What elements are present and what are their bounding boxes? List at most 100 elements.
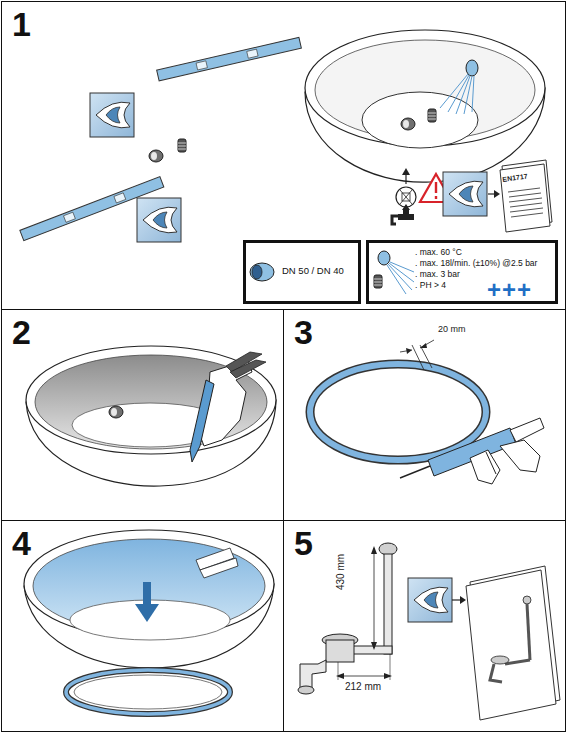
dimension-line xyxy=(374,548,375,648)
hand-with-marker xyxy=(190,352,266,462)
sealant-ring xyxy=(66,670,230,714)
arrow xyxy=(135,604,159,622)
shower-spray xyxy=(472,76,474,112)
step-number: 3 xyxy=(294,314,313,351)
spirit-level xyxy=(247,49,258,58)
drain-pipe xyxy=(298,543,397,694)
spirit-level xyxy=(114,193,126,203)
spec-line: . max. 3 bar xyxy=(415,270,460,279)
bathtub xyxy=(401,118,415,130)
arrow xyxy=(135,582,159,622)
backflow-symbols xyxy=(402,168,410,175)
drain-pipe xyxy=(326,640,354,662)
caulking-gun xyxy=(428,428,516,476)
warning-sign xyxy=(435,196,437,199)
pipe-icon xyxy=(252,265,262,279)
sealant-ring xyxy=(66,670,230,714)
drain-pipe xyxy=(300,660,326,690)
standard-document xyxy=(509,198,542,202)
caulking-gun xyxy=(470,450,500,484)
bathtub xyxy=(305,30,545,182)
backflow-symbols xyxy=(402,204,410,210)
step-panel: 1DN 50 / DN 40. max. 60 °C. max. 18l/min… xyxy=(1,1,566,310)
step-number: 2 xyxy=(12,314,31,351)
drain-pipe xyxy=(384,554,392,654)
dimension-label: 212 mm xyxy=(345,682,381,692)
backflow-symbols xyxy=(392,168,416,224)
spirit-level xyxy=(196,61,207,70)
bathtub xyxy=(200,558,238,578)
step-panel: 3 xyxy=(283,309,566,521)
standard-document xyxy=(500,160,552,232)
shower-icon xyxy=(389,263,414,282)
dimension-line xyxy=(420,345,432,368)
caulking-gun xyxy=(400,466,430,478)
hand-with-marker xyxy=(230,360,266,378)
manual-document xyxy=(490,664,502,682)
caulking-gun xyxy=(500,440,540,472)
sealant-ring xyxy=(310,364,486,460)
bathtub xyxy=(70,600,230,640)
eye-icon xyxy=(137,198,181,242)
overflow-part xyxy=(178,139,186,152)
dimension-line xyxy=(406,348,412,354)
manual-document xyxy=(527,604,530,660)
arrow xyxy=(488,190,500,198)
dimension-line xyxy=(420,343,427,348)
standard-document xyxy=(510,203,542,207)
hand-with-marker xyxy=(190,380,214,462)
backflow-symbols xyxy=(400,190,412,204)
shower-icon xyxy=(374,251,414,294)
eye-icon xyxy=(408,578,452,622)
sealant-ring xyxy=(66,670,230,714)
warning-sign xyxy=(435,182,437,193)
dimension-line xyxy=(384,673,392,679)
shower-icon xyxy=(387,265,406,294)
eye-icon xyxy=(443,172,487,216)
drain-pipe xyxy=(379,543,397,555)
backflow-symbols xyxy=(392,216,398,224)
drain-part xyxy=(149,150,163,162)
arrow xyxy=(452,599,460,600)
caulking-gun xyxy=(510,418,544,442)
spirit-level xyxy=(157,37,302,81)
shower-icon xyxy=(378,251,390,265)
shower-spray xyxy=(440,74,468,108)
dimension-label: 20 mm xyxy=(438,325,466,334)
backflow-symbols xyxy=(398,214,414,220)
manual-document xyxy=(491,656,509,664)
arrow xyxy=(460,596,466,604)
arrow xyxy=(452,596,466,604)
dimension-line xyxy=(371,642,377,650)
dimension-line xyxy=(371,546,377,554)
spirit-level xyxy=(157,37,302,81)
eye-icon xyxy=(90,93,134,137)
shower-spray xyxy=(464,76,472,114)
shower-icon xyxy=(390,262,414,272)
standard-document xyxy=(510,208,543,212)
manual-document xyxy=(466,570,556,720)
dimension-line xyxy=(338,662,339,680)
standard-document xyxy=(508,188,540,192)
drain-pipe xyxy=(350,646,392,654)
pipe-size: DN 50 / DN 40 xyxy=(282,266,344,276)
standard-document xyxy=(511,213,543,217)
backflow-symbols xyxy=(402,193,410,201)
step-panel: 4 xyxy=(1,520,284,732)
bathtub xyxy=(428,109,436,122)
shower-icon xyxy=(388,264,412,290)
spec-line: . PH > 4 xyxy=(415,281,446,290)
drain-pipe xyxy=(298,686,314,694)
arrow xyxy=(494,190,500,198)
pipe-size-box: DN 50 / DN 40 xyxy=(243,240,361,304)
step-number: 5 xyxy=(294,525,313,562)
bathtub xyxy=(26,346,276,454)
caulking-gun xyxy=(486,452,496,474)
spirit-level xyxy=(64,212,76,222)
dimension-line xyxy=(338,676,390,677)
dimension-label: 430 mm xyxy=(336,554,346,590)
dimension-line xyxy=(390,654,391,680)
bathtub xyxy=(109,406,123,418)
pipe-icon xyxy=(250,263,274,281)
